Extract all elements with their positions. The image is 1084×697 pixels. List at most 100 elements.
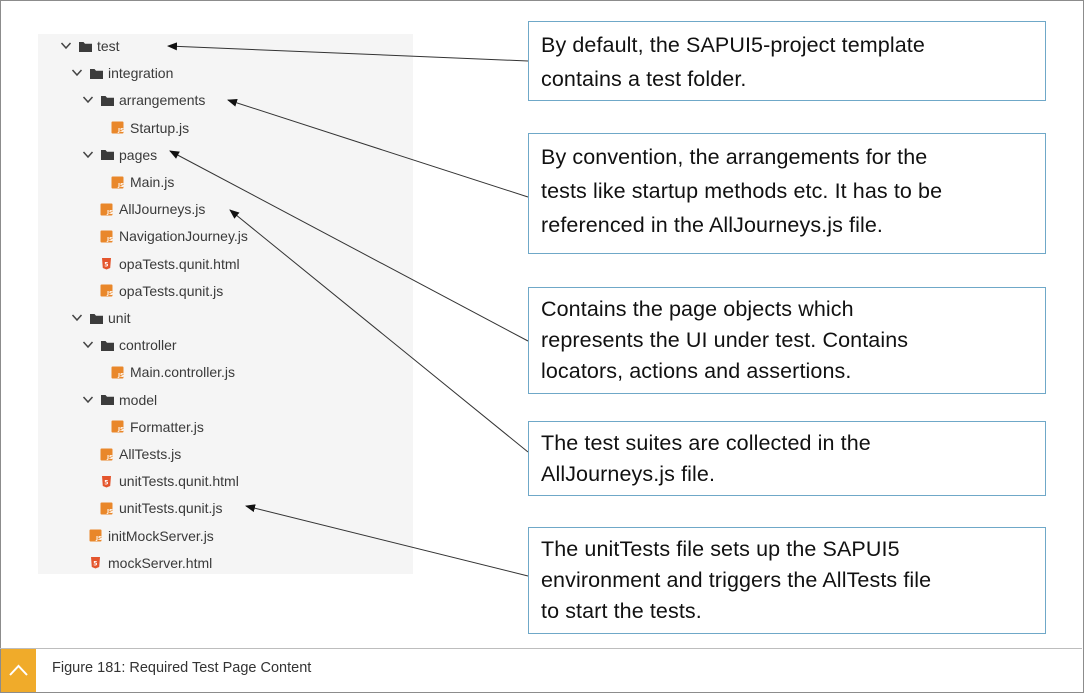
svg-text:JS: JS <box>117 373 124 379</box>
callout-line: tests like startup methods etc. It has t… <box>541 179 943 203</box>
tree-item-label: AllJourneys.js <box>119 201 206 218</box>
callout-line: The test suites are collected in the <box>541 431 871 455</box>
js-file-icon: JS <box>111 365 126 380</box>
js-file-icon: JS <box>111 120 126 135</box>
folder-icon <box>89 66 104 81</box>
tree-item-label: test <box>97 38 120 54</box>
tree-item[interactable]: JS Main.js <box>111 172 174 192</box>
tree-item[interactable]: 5 unitTests.qunit.html <box>100 471 239 491</box>
tree-item-label: Formatter.js <box>130 418 204 435</box>
tree-item-label: mockServer.html <box>108 554 213 571</box>
tree-item[interactable]: JS Main.controller.js <box>111 362 235 382</box>
chevron-down-icon[interactable] <box>71 308 85 328</box>
tree-item[interactable]: JS AllJourneys.js <box>100 199 205 219</box>
svg-text:JS: JS <box>117 427 124 433</box>
callout-line: locators, actions and assertions. <box>541 359 852 383</box>
html-file-icon: 5 <box>100 256 115 271</box>
tree-item-label: arrangements <box>119 92 206 109</box>
callout-line: represents the UI under test. Contains <box>541 328 909 352</box>
svg-text:JS: JS <box>106 237 113 243</box>
figure-footer <box>0 648 1082 692</box>
tree-item-label: Startup.js <box>130 119 190 136</box>
js-file-icon: JS <box>111 419 126 434</box>
callout-pages: Contains the page objects which represen… <box>528 287 1046 394</box>
tree-item-label: Main.js <box>130 174 175 190</box>
folder-icon <box>100 392 115 407</box>
tree-item[interactable]: JS Startup.js <box>111 118 189 138</box>
tree-item-label: AllTests.js <box>119 446 182 462</box>
tree-item[interactable]: JS opaTests.qunit.js <box>100 281 223 301</box>
tree-item-label: unit <box>108 310 131 326</box>
folder-icon <box>100 338 115 353</box>
svg-text:JS: JS <box>117 128 124 134</box>
callout-line: Contains the page objects which <box>541 297 854 321</box>
tree-item-label: NavigationJourney.js <box>119 228 248 245</box>
tree-item[interactable]: model <box>82 390 157 410</box>
figure-caption: Figure 181: Required Test Page Content <box>52 660 312 676</box>
callout-line: referenced in the AllJourneys.js file. <box>541 213 884 237</box>
tree-item[interactable]: test <box>60 36 120 56</box>
callout-line: environment and triggers the AllTests fi… <box>541 568 932 592</box>
tree-item-label: integration <box>108 65 174 82</box>
tree-item[interactable]: JS unitTests.qunit.js <box>100 498 223 518</box>
svg-text:JS: JS <box>106 509 113 515</box>
tree-item-label: opaTests.qunit.js <box>119 282 224 299</box>
tree-item-label: unitTests.qunit.html <box>119 473 239 490</box>
chevron-down-icon[interactable] <box>82 90 96 110</box>
tree-item-label: opaTests.qunit.html <box>119 255 240 272</box>
js-file-icon: JS <box>89 528 104 543</box>
tree-item[interactable]: unit <box>71 308 131 328</box>
svg-text:5: 5 <box>93 561 97 568</box>
tree-item[interactable]: JS NavigationJourney.js <box>100 226 248 246</box>
chevron-down-icon[interactable] <box>60 36 74 56</box>
svg-text:5: 5 <box>104 479 108 486</box>
svg-text:JS: JS <box>106 291 113 297</box>
chevron-down-icon[interactable] <box>71 63 85 83</box>
callout-line: The unitTests file sets up the SAPUI5 <box>541 537 900 561</box>
callout-alljourneys: The test suites are collected in the All… <box>528 421 1046 496</box>
folder-icon <box>100 93 115 108</box>
tree-item[interactable]: JS AllTests.js <box>100 444 181 464</box>
callout-line: AllJourneys.js file. <box>541 462 716 486</box>
tree-item[interactable]: 5 opaTests.qunit.html <box>100 254 240 274</box>
tree-item[interactable]: pages <box>82 145 157 165</box>
tree-item[interactable]: JS Formatter.js <box>111 417 204 437</box>
html-file-icon: 5 <box>89 555 104 570</box>
callout-unittests: The unitTests file sets up the SAPUI5 en… <box>528 527 1046 634</box>
chevron-down-icon[interactable] <box>82 335 96 355</box>
tree-item[interactable]: 5 mockServer.html <box>89 553 212 573</box>
collapse-toggle[interactable] <box>1 649 36 692</box>
tree-item-label: Main.controller.js <box>130 364 236 381</box>
tree-item-label: unitTests.qunit.js <box>119 500 223 517</box>
tree-item[interactable]: integration <box>71 63 173 83</box>
html-file-icon: 5 <box>100 474 115 489</box>
tree-item-label: controller <box>119 337 177 354</box>
tree-item-label: model <box>119 391 158 408</box>
js-file-icon: JS <box>100 283 115 298</box>
callout-arrangements: By convention, the arrangements for the … <box>528 133 1046 254</box>
svg-text:JS: JS <box>106 455 113 461</box>
callout-line: By convention, the arrangements for the <box>541 145 928 169</box>
callout-line: contains a test folder. <box>541 67 747 91</box>
chevron-down-icon[interactable] <box>82 145 96 165</box>
tree-item[interactable]: arrangements <box>82 90 205 110</box>
svg-text:JS: JS <box>95 536 102 542</box>
folder-icon <box>100 147 115 162</box>
js-file-icon: JS <box>100 229 115 244</box>
tree-item-label: pages <box>119 146 158 163</box>
js-file-icon: JS <box>100 501 115 516</box>
callout-test-folder: By default, the SAPUI5-project template … <box>528 21 1046 101</box>
chevron-up-icon <box>9 664 28 676</box>
svg-text:JS: JS <box>106 210 113 216</box>
callout-line: to start the tests. <box>541 599 702 623</box>
svg-text:JS: JS <box>117 183 124 189</box>
folder-icon <box>78 39 93 54</box>
js-file-icon: JS <box>111 175 126 190</box>
js-file-icon: JS <box>100 447 115 462</box>
callout-line: By default, the SAPUI5-project template <box>541 33 925 57</box>
tree-item[interactable]: controller <box>82 335 177 355</box>
folder-icon <box>89 311 104 326</box>
chevron-down-icon[interactable] <box>82 390 96 410</box>
